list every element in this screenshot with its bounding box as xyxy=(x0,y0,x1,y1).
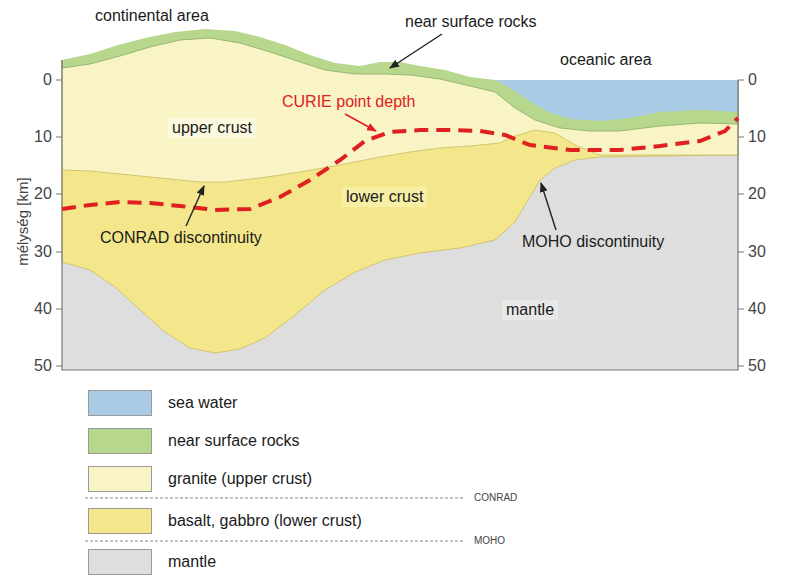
tick-label: 10 xyxy=(748,128,766,146)
tick-label: 50 xyxy=(748,357,766,375)
curie-depth-line xyxy=(62,118,738,210)
tick-label: 0 xyxy=(748,71,757,89)
region-title: oceanic area xyxy=(560,51,652,69)
callout-label: CURIE point depth xyxy=(282,93,415,111)
leader-arrow xyxy=(541,183,556,230)
axis-frame xyxy=(56,60,744,370)
callout-label: near surface rocks xyxy=(405,13,537,31)
tick-label: 50 xyxy=(34,357,52,375)
legend-line-label: MOHO xyxy=(470,534,509,548)
legend-swatch xyxy=(88,390,152,416)
layer-label: lower crust xyxy=(342,187,427,207)
tick-label: 20 xyxy=(748,185,766,203)
legend-text: sea water xyxy=(168,394,237,412)
leader-arrow xyxy=(186,186,204,226)
legend-swatch xyxy=(88,549,152,575)
callout-label: CONRAD discontinuity xyxy=(100,229,262,247)
legend-text: near surface rocks xyxy=(168,432,300,450)
tick-label: 0 xyxy=(43,71,52,89)
legend-separator xyxy=(85,498,464,499)
axis-title: mélység [km] xyxy=(14,177,31,265)
legend-separator xyxy=(85,541,464,542)
legend-swatch xyxy=(88,466,152,492)
legend-swatch xyxy=(88,508,152,534)
leader-arrow xyxy=(390,34,442,68)
sky-mask xyxy=(0,0,800,80)
region-title: continental area xyxy=(95,7,209,25)
tick-label: 10 xyxy=(34,128,52,146)
tick-label: 30 xyxy=(34,243,52,261)
tick-label: 40 xyxy=(34,300,52,318)
legend-text: basalt, gabbro (lower crust) xyxy=(168,512,362,530)
layer-label: upper crust xyxy=(168,118,256,138)
tick-label: 30 xyxy=(748,243,766,261)
legend-text: mantle xyxy=(168,553,216,571)
layer-label: mantle xyxy=(502,300,558,320)
callout-label: MOHO discontinuity xyxy=(522,233,664,251)
tick-label: 40 xyxy=(748,300,766,318)
legend-swatch xyxy=(88,428,152,454)
sea-water xyxy=(495,80,738,121)
legend-line-label: CONRAD xyxy=(470,491,521,505)
leader-arrow xyxy=(345,114,376,131)
tick-label: 20 xyxy=(34,185,52,203)
legend-text: granite (upper crust) xyxy=(168,470,312,488)
